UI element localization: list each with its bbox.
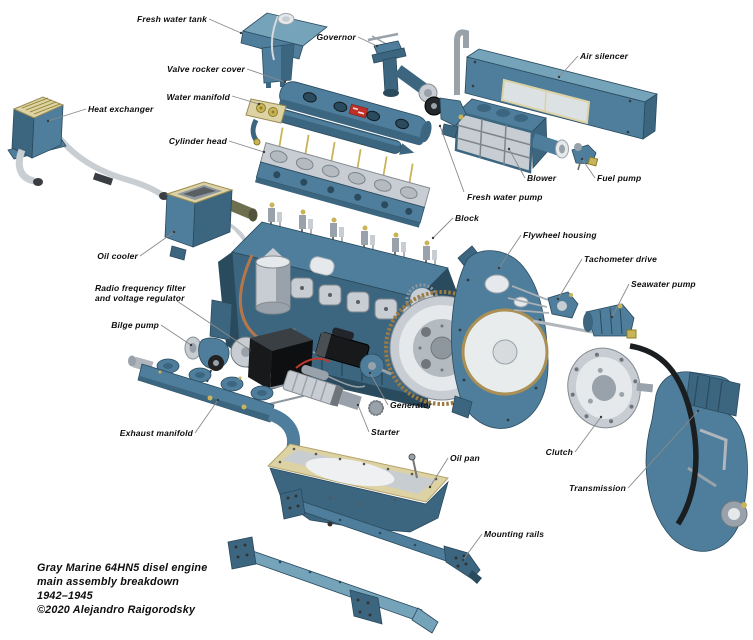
part-seawater-pump [532, 303, 637, 339]
part-transmission [629, 343, 748, 552]
part-fuel-pump [571, 143, 599, 171]
part-flywheel-housing [451, 245, 549, 429]
part-generator [315, 327, 392, 379]
part-governor [367, 32, 438, 103]
caption-copyright-line: ©2020 Alejandro Raigorodsky [37, 604, 196, 617]
part-oil-pan [267, 443, 449, 533]
part-exhaust-manifold [128, 355, 301, 455]
part-heat-exchanger [7, 96, 169, 200]
caption-title-line: Gray Marine 64HN5 disel engine [37, 562, 208, 574]
part-mounting-rails [227, 488, 482, 634]
part-clutch [567, 347, 654, 429]
dipstick [408, 453, 418, 479]
caption: Gray Marine 64HN5 disel engine main asse… [37, 561, 207, 617]
caption-years-line: 1942–1945 [37, 590, 93, 603]
mounting-rail-lower [227, 536, 439, 634]
gray-logo-badge [348, 103, 369, 119]
mounting-rail-upper [279, 488, 482, 584]
part-fresh-water-tank [240, 12, 328, 88]
part-cylinder-head [254, 127, 431, 228]
caption-subtitle-line: main assembly breakdown [37, 576, 180, 589]
part-water-manifold [245, 98, 415, 155]
part-starter [282, 357, 384, 416]
part-valve-rocker-cover [279, 81, 432, 146]
